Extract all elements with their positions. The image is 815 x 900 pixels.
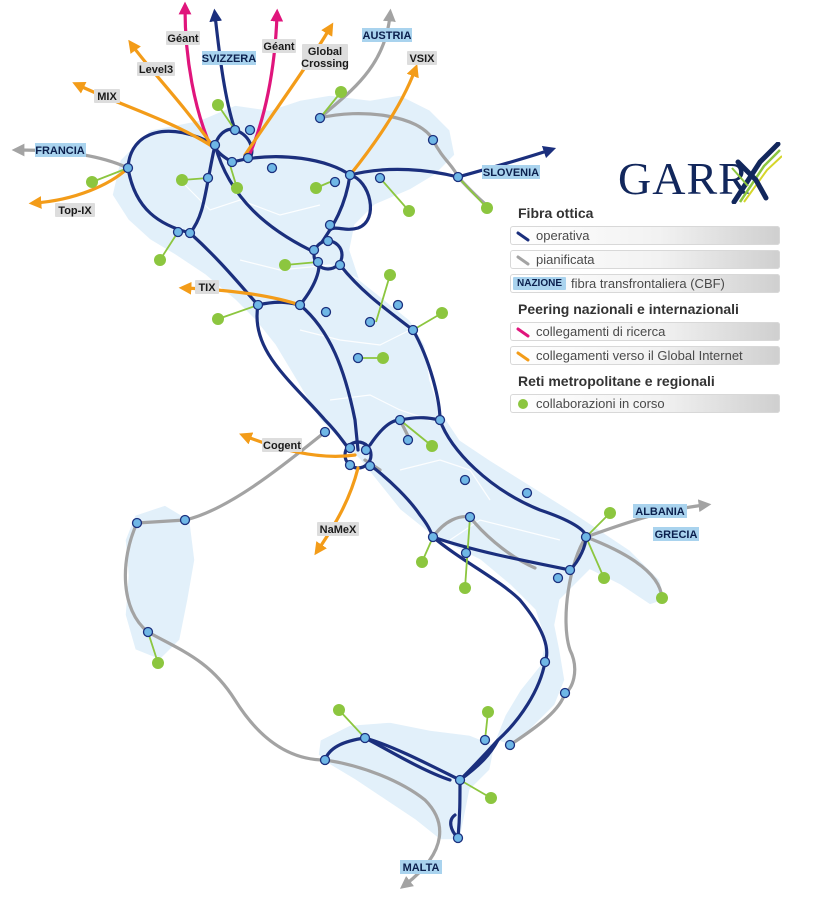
svg-text:Top-IX: Top-IX [58, 205, 92, 217]
pink-line-icon [510, 322, 536, 341]
legend-text-ricerca: collegamenti di ricerca [536, 324, 666, 339]
metro-dots [86, 86, 668, 804]
legend-section-fibra: Fibra ottica operativa pianificata NAZIO… [510, 205, 780, 293]
label-geant-1: Géant [166, 31, 200, 45]
svg-text:GRECIA: GRECIA [655, 529, 698, 541]
network-nodes [122, 112, 592, 844]
tag-francia: FRANCIA [35, 143, 86, 157]
svg-text:ALBANIA: ALBANIA [635, 506, 685, 518]
svg-text:AUSTRIA: AUSTRIA [363, 30, 412, 42]
svg-text:Global: Global [308, 46, 342, 58]
label-mix: MIX [94, 89, 120, 103]
map-legend: Fibra ottica operativa pianificata NAZIO… [510, 205, 780, 421]
legend-row-collab: collaborazioni in corso [510, 394, 780, 413]
legend-text-pianificata: pianificata [536, 252, 595, 267]
orange-line-icon [510, 346, 536, 365]
svg-text:Géant: Géant [167, 33, 199, 45]
label-topix: Top-IX [55, 203, 95, 217]
svg-text:Cogent: Cogent [263, 440, 301, 452]
svg-text:FRANCIA: FRANCIA [35, 145, 85, 157]
svg-text:TIX: TIX [198, 282, 216, 294]
label-tix: TIX [195, 280, 219, 294]
green-dot-icon [510, 394, 536, 413]
legend-row-pianificata: pianificata [510, 250, 780, 269]
grey-line-icon [510, 250, 536, 269]
tag-albania: ALBANIA [633, 504, 687, 518]
legend-heading-peering: Peering nazionali e internazionali [518, 301, 739, 317]
global-links [28, 22, 419, 556]
navy-line-icon [510, 226, 536, 245]
label-cogent: Cogent [262, 438, 302, 452]
country-tags: SVIZZERA AUSTRIA FRANCIA SLOVENIA ALBANI… [35, 28, 699, 874]
garr-logo-mark-icon [731, 142, 782, 204]
legend-section-reti: Reti metropolitane e regionali collabora… [510, 373, 780, 413]
svg-text:Level3: Level3 [139, 64, 173, 76]
label-global-crossing: Global Crossing [301, 44, 349, 70]
legend-text-operativa: operativa [536, 228, 590, 243]
tag-slovenia: SLOVENIA [482, 165, 540, 179]
svg-text:Crossing: Crossing [301, 58, 349, 70]
svg-text:MIX: MIX [97, 91, 117, 103]
legend-row-cbf: NAZIONE fibra transfrontaliera (CBF) [510, 274, 780, 293]
legend-nazione-tag: NAZIONE [513, 277, 566, 290]
legend-heading-reti: Reti metropolitane e regionali [518, 373, 715, 389]
svg-text:Géant: Géant [263, 41, 295, 53]
tag-svizzera: SVIZZERA [202, 51, 256, 65]
label-namex: NaMeX [317, 522, 359, 536]
svg-text:VSIX: VSIX [409, 53, 435, 65]
legend-row-global: collegamenti verso il Global Internet [510, 346, 780, 365]
label-vsix: VSIX [407, 51, 437, 65]
tag-malta: MALTA [400, 860, 442, 874]
land-sicilia [317, 721, 496, 841]
legend-row-operativa: operativa [510, 226, 780, 245]
svg-text:MALTA: MALTA [403, 862, 440, 874]
tag-austria: AUSTRIA [362, 28, 412, 42]
land-mainland [111, 94, 666, 746]
land-masses [111, 94, 666, 841]
peer-labels: Géant Géant Global Crossing Level3 MIX V… [55, 31, 437, 536]
legend-heading-fibra: Fibra ottica [518, 205, 594, 221]
svg-text:SLOVENIA: SLOVENIA [483, 167, 539, 179]
label-geant-2: Géant [262, 39, 296, 53]
tag-grecia: GRECIA [653, 527, 699, 541]
garr-logo: GARR [618, 140, 782, 210]
svg-text:NaMeX: NaMeX [320, 524, 357, 536]
label-level3: Level3 [137, 62, 175, 76]
legend-text-collab: collaborazioni in corso [536, 396, 665, 411]
svg-text:SVIZZERA: SVIZZERA [202, 53, 256, 65]
legend-row-ricerca: collegamenti di ricerca [510, 322, 780, 341]
legend-section-peering: Peering nazionali e internazionali colle… [510, 301, 780, 365]
garr-logo-text: GARR [618, 153, 750, 204]
legend-text-global: collegamenti verso il Global Internet [536, 348, 743, 363]
legend-text-cbf: fibra transfrontaliera (CBF) [571, 276, 725, 291]
